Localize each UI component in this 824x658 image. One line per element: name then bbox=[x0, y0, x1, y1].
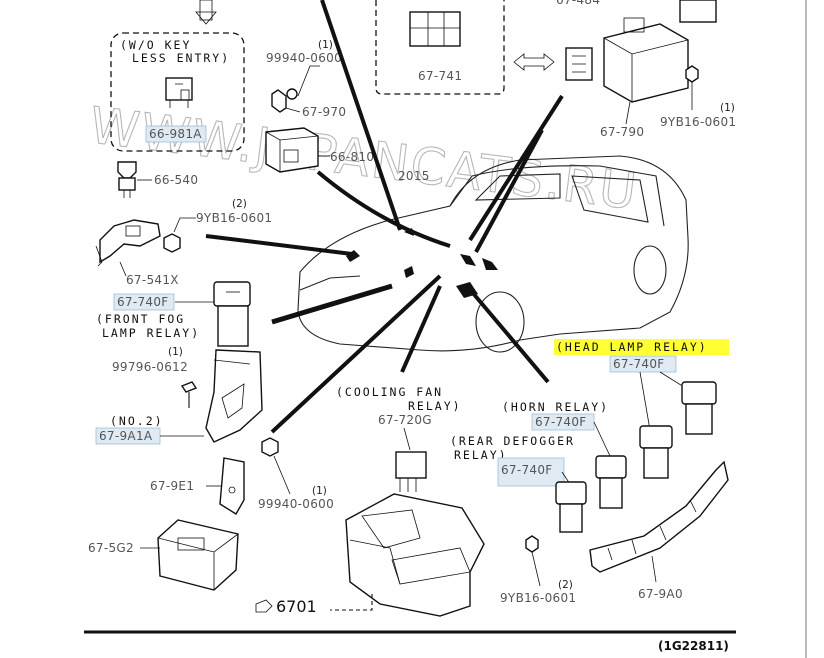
caption-rear-defogger: (REAR DEFOGGER bbox=[450, 434, 575, 448]
relay-box-67-741 bbox=[375, 0, 505, 95]
relay-cooling-fan-icon bbox=[395, 451, 427, 492]
caption-cooling-fan: (COOLING FAN bbox=[336, 385, 443, 399]
part-number-67-541x[interactable]: 67-541X bbox=[126, 273, 179, 287]
bolt-99796-icon bbox=[180, 381, 198, 408]
part-number-67-9a0[interactable]: 67-9A0 bbox=[638, 587, 683, 601]
label-bg-67-740f-fog bbox=[113, 293, 175, 311]
nut-99940-bottom-icon bbox=[261, 437, 279, 457]
keyless-module-icon bbox=[165, 77, 193, 108]
fuse-block-icon bbox=[345, 493, 485, 617]
relay-head-lamp-icon bbox=[681, 381, 717, 435]
part-number-67-9a1a[interactable]: 67-9A1A bbox=[99, 429, 153, 443]
caption-no2: (NO.2) bbox=[110, 414, 164, 428]
part-number-99940-top[interactable]: 99940-0600 bbox=[266, 51, 342, 65]
caption-head-lamp: (HEAD LAMP RELAY) bbox=[556, 340, 708, 354]
part-number-66-540[interactable]: 66-540 bbox=[154, 173, 198, 187]
relay-horn-icon bbox=[595, 455, 627, 509]
qty-9yb16-right: (1) bbox=[720, 102, 735, 114]
relay-67-741-icon bbox=[409, 11, 461, 47]
switch-67-5g2-icon bbox=[157, 519, 239, 591]
caption-wo-key: (W/O KEY bbox=[120, 38, 191, 52]
caption-horn: (HORN RELAY) bbox=[502, 400, 609, 414]
part-number-67-741[interactable]: 67-741 bbox=[418, 69, 462, 83]
part-number-67-484-partial[interactable]: 67-484 bbox=[556, 0, 600, 7]
bracket-67-9a1a-icon bbox=[205, 349, 263, 443]
reference-arrow-icon bbox=[255, 599, 273, 613]
relay-head-lamp-2-icon bbox=[639, 425, 673, 479]
qty-99940-top: (1) bbox=[318, 39, 333, 51]
relay-rear-defogger-icon bbox=[555, 481, 587, 533]
nut-9yb16-right-icon bbox=[685, 65, 699, 83]
caption-lamp-relay: LAMP RELAY) bbox=[102, 326, 200, 340]
bracket-67-9e1-icon bbox=[219, 457, 245, 515]
relay-bracket-67-9a0-icon bbox=[589, 460, 729, 573]
reference-6701: 6701 bbox=[276, 597, 317, 616]
part-number-66-810[interactable]: 66-810 bbox=[330, 150, 374, 164]
label-bg-66-981a bbox=[145, 125, 207, 143]
part-number-99796[interactable]: 99796-0612 bbox=[112, 360, 188, 374]
top-double-arrow bbox=[195, 0, 217, 25]
part-number-9yb16-bottom[interactable]: 9YB16-0601 bbox=[500, 591, 576, 605]
highlight-head-lamp bbox=[554, 339, 729, 355]
year-mark: 2015 bbox=[398, 169, 430, 183]
part-number-67-720g[interactable]: 67-720G bbox=[378, 413, 432, 427]
caption-rear-defogger-relay: RELAY) bbox=[454, 448, 508, 462]
double-arrow-icon bbox=[513, 53, 555, 71]
nut-9yb16-left-icon bbox=[163, 233, 181, 253]
qty-9yb16-bottom: (2) bbox=[558, 579, 573, 591]
part-number-67-970[interactable]: 67-970 bbox=[302, 105, 346, 119]
caption-keyless-entry: LESS ENTRY) bbox=[132, 51, 230, 65]
caption-front-fog: (FRONT FOG bbox=[96, 312, 185, 326]
vehicle-outline bbox=[297, 155, 689, 353]
nut-9yb16-bottom-icon bbox=[525, 535, 539, 553]
relay-front-fog-icon bbox=[213, 281, 251, 347]
part-number-67-740f-horn[interactable]: 67-740F bbox=[535, 415, 587, 429]
relay-socket-icon bbox=[565, 47, 593, 81]
part-number-67-740f-defog[interactable]: 67-740F bbox=[501, 463, 553, 477]
qty-99796: (1) bbox=[168, 346, 183, 358]
qty-99940-bottom: (1) bbox=[312, 485, 327, 497]
switch-66-540-icon bbox=[117, 161, 137, 198]
part-number-67-740f-fog[interactable]: 67-740F bbox=[117, 295, 169, 309]
part-number-67-9e1[interactable]: 67-9E1 bbox=[150, 479, 194, 493]
part-number-67-790[interactable]: 67-790 bbox=[600, 125, 644, 139]
part-number-66-981a[interactable]: 66-981A bbox=[149, 127, 202, 141]
caption-cooling-fan-relay: RELAY) bbox=[408, 399, 462, 413]
module-66-810-icon bbox=[265, 127, 319, 173]
qty-9yb16-left: (2) bbox=[232, 198, 247, 210]
label-bg-67-740f-defog bbox=[497, 457, 565, 487]
module-67-790-icon bbox=[603, 0, 717, 103]
part-number-67-740f-head[interactable]: 67-740F bbox=[613, 357, 665, 371]
leader-lines bbox=[205, 0, 564, 434]
part-number-9yb16-right[interactable]: 9YB16-0601 bbox=[660, 115, 736, 129]
part-number-9yb16-left[interactable]: 9YB16-0601 bbox=[196, 211, 272, 225]
diagram-code: (1G22811) bbox=[658, 639, 729, 653]
label-bg-67-740f-head bbox=[609, 355, 677, 373]
clip-67-970-icon bbox=[271, 88, 298, 113]
keyless-entry-box bbox=[110, 32, 245, 152]
bracket-67-541x-icon bbox=[95, 219, 161, 267]
part-number-67-5g2[interactable]: 67-5G2 bbox=[88, 541, 134, 555]
part-number-99940-bottom[interactable]: 99940-0600 bbox=[258, 497, 334, 511]
